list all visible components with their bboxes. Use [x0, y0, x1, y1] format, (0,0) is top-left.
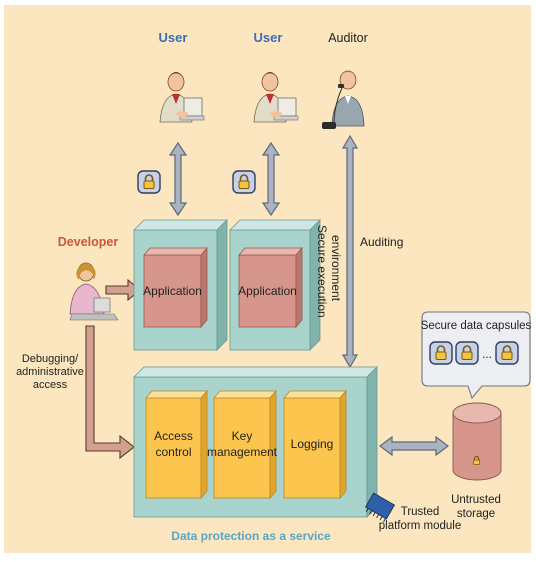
secure-env-label-line2: environment: [329, 235, 343, 302]
debugging-label-line2: administrative: [16, 366, 84, 378]
access-control-box: Access control: [145, 389, 208, 500]
trusted-platform-label-line1: Trusted: [401, 506, 440, 518]
key-management-label-line1: Key: [232, 429, 253, 443]
user-right-label: User: [254, 30, 283, 45]
application-left-label: Application: [143, 284, 202, 298]
user-left-arrow: [168, 141, 188, 217]
lock-icon: [495, 341, 519, 365]
access-control-label-line1: Access: [154, 429, 193, 443]
lock-icon: [429, 341, 453, 365]
key-management-label-line2: management: [207, 445, 278, 459]
storage-arrow: [379, 435, 449, 457]
lock-icon: [455, 341, 479, 365]
access-control-label-line2: control: [155, 445, 191, 459]
logging-box: Logging: [283, 389, 347, 500]
user-right-arrow: [261, 141, 281, 217]
developer-label: Developer: [58, 235, 119, 249]
secure-capsules-callout: Secure data capsules ...: [421, 311, 532, 400]
lock-icon: [137, 170, 161, 194]
trusted-platform-label-line2: platform module: [379, 520, 461, 532]
daas-caption: Data protection as a service: [171, 529, 331, 543]
capsule-ellipsis: ...: [482, 347, 492, 361]
chip-icon: [364, 492, 396, 523]
auditor-figure-icon: [322, 70, 365, 129]
logging-label: Logging: [291, 437, 334, 451]
auditing-label: Auditing: [360, 235, 403, 249]
secure-capsules-label: Secure data capsules: [421, 320, 532, 332]
auditor-label: Auditor: [328, 31, 368, 45]
application-left-box: Application: [143, 246, 208, 329]
debugging-label-line3: access: [33, 379, 68, 391]
storage-cylinder-icon: [452, 402, 502, 481]
user-left-label: User: [159, 30, 188, 45]
untrusted-storage-label-line1: Untrusted: [451, 494, 501, 506]
key-management-box: Key management: [207, 389, 278, 500]
untrusted-storage-label-line2: storage: [457, 508, 495, 520]
secure-env-label-line1: Secure execution: [315, 225, 329, 318]
application-right-label: Application: [238, 284, 297, 298]
developer-figure-icon: [69, 262, 119, 321]
debugging-label-line1: Debugging/: [22, 353, 79, 365]
application-right-box: Application: [238, 246, 303, 329]
lock-icon: [232, 170, 256, 194]
debugging-arrow: [85, 325, 135, 460]
